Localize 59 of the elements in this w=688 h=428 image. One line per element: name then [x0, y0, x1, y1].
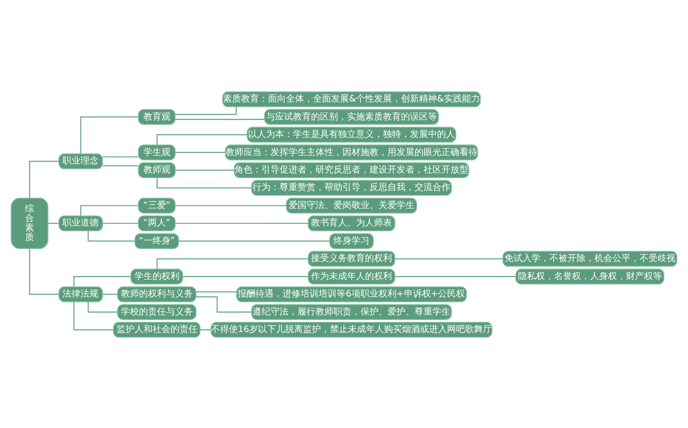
connector [394, 276, 516, 277]
node-box: 素质教育：面向全体，全面发展&个性发展，创新精神&实践能力 [222, 90, 481, 107]
node-box: 学生观 [138, 144, 176, 160]
node-box: 监护人和社会的责任 [113, 321, 200, 338]
connector [80, 204, 138, 216]
connector [175, 151, 226, 152]
connector [196, 290, 236, 292]
node-box: 法律法规 [58, 286, 103, 302]
connector [156, 177, 252, 188]
node-box: 职业道德 [58, 214, 103, 231]
node-box: 综合素质 [10, 197, 48, 249]
node-box: 爱国守法、爱岗敬业、关爱学生 [286, 197, 418, 214]
connector [88, 301, 118, 312]
connector [394, 258, 503, 259]
connector [29, 248, 59, 294]
node-box: 接受义务教育的权利 [308, 250, 396, 266]
connector [73, 276, 131, 286]
connector [156, 258, 308, 268]
node-box: 教书育人、为人师表 [308, 214, 396, 231]
connector [178, 240, 330, 242]
node-box: 报酬待遇，进修培训培训等6项职业权利+申诉权+公民权 [236, 286, 467, 302]
connector [175, 169, 234, 170]
node-box: 作为未成年人的权利 [308, 268, 396, 284]
connector [73, 301, 114, 330]
connector [175, 222, 308, 224]
node-box: 教师的权利与义务 [117, 286, 196, 302]
node-box: “一终身” [134, 232, 179, 249]
node-box: 遵纪守法，履行教师职责，保护、爱护、尊重学生 [251, 304, 452, 320]
node-box: 教育观 [138, 108, 176, 124]
connector [102, 164, 138, 166]
connector [80, 116, 138, 154]
connector [102, 222, 138, 224]
connector [29, 160, 59, 198]
connector [48, 222, 59, 224]
node-box: 终身学习 [329, 232, 374, 249]
node-box: 教师观 [138, 162, 176, 178]
connector [102, 156, 138, 157]
connector [175, 118, 264, 120]
node-box: 学生的权利 [130, 268, 184, 284]
node-box: 与应试教育的区别，实施素质教育的误区等 [264, 108, 439, 124]
node-box: 职业理念 [58, 152, 103, 169]
connector [196, 296, 252, 312]
connector [156, 134, 247, 144]
connector [182, 276, 308, 277]
node-box: 教师应当：发挥学生主体性，因材施教，用发展的眼光正确看待 [224, 144, 478, 160]
node-box: 行为：尊重赞赏，帮助引导，反思自我，交流合作 [251, 179, 452, 196]
connector [102, 293, 118, 294]
node-box: 隐私权，名誉权，人身权，财产权等 [515, 268, 664, 284]
node-box: 角色：引导促进者，研究反思者，建设开发者，社区开放型 [234, 162, 470, 178]
node-box: 学校的责任与义务 [117, 304, 196, 320]
connector [88, 230, 135, 242]
connector [175, 204, 286, 206]
node-box: 免试入学，不被开除，机会公平，不受歧视 [502, 250, 678, 266]
connector [175, 106, 237, 114]
node-box: “三爱” [138, 197, 176, 214]
node-box: “两人” [138, 214, 176, 231]
node-box: 以人为本：学生是具有独立意义，独特，发展中的人 [246, 126, 456, 142]
connector [200, 328, 211, 330]
node-box: 不得使16岁以下儿脱离监护，禁止未成年人购买烟酒或进入网吧歌舞厅 [210, 321, 492, 338]
